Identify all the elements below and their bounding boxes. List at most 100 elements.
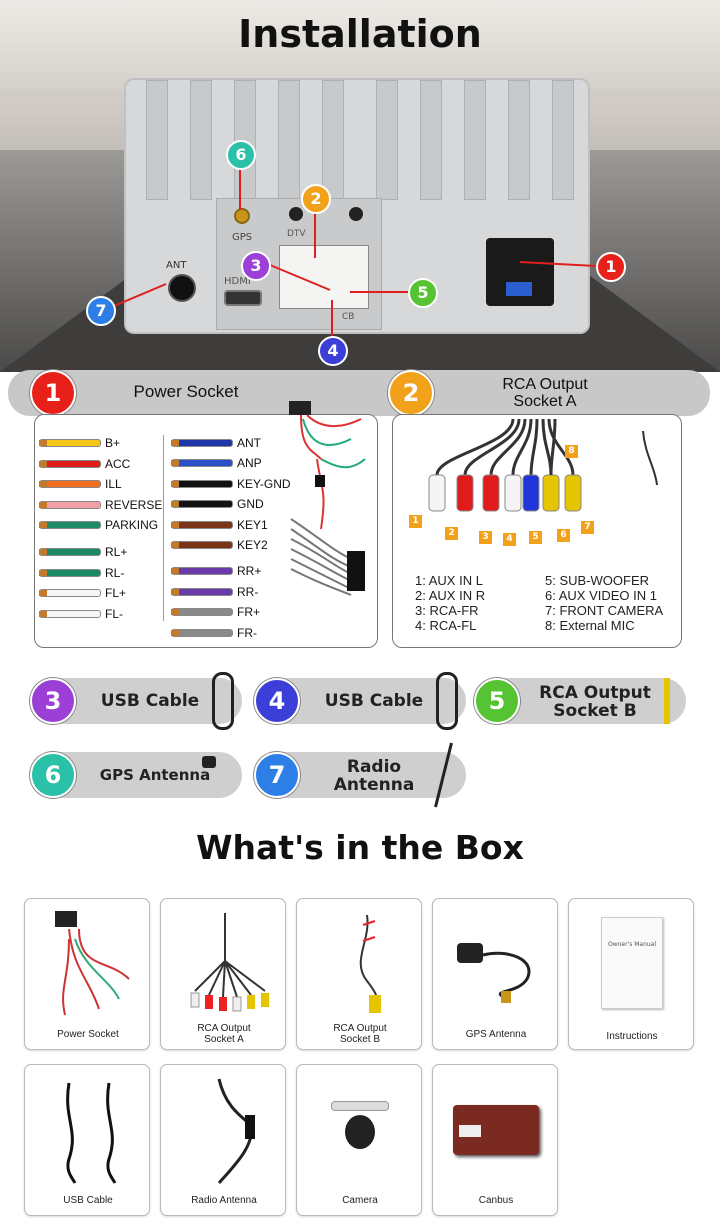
rca-cable-image (428, 418, 658, 512)
box-item-label-line1: RCA Output (197, 1023, 251, 1034)
callout-2: 2 (301, 184, 331, 214)
wire-swatch (171, 479, 233, 488)
cable-gps: 6 GPS Antenna (30, 752, 242, 798)
hdmi-port (224, 290, 262, 306)
callout-1: 1 (596, 252, 626, 282)
section-band (8, 370, 710, 416)
wire-swatch (171, 608, 233, 617)
rca-legend-item: 4: RCA-FL (415, 618, 477, 633)
wire-swatch (171, 587, 233, 596)
wire-row: KEY1 (171, 517, 301, 533)
box-item-label-line2: Socket B (339, 1034, 381, 1045)
box-item-gps-antenna: GPS Antenna (432, 898, 558, 1050)
manual-title: Owner's Manual (607, 941, 657, 948)
wire-row: B+ (39, 435, 169, 451)
wire-row: RR+ (171, 563, 301, 579)
box-item-canbus: Canbus (432, 1064, 558, 1216)
hdmi-label: HDMI (224, 276, 251, 287)
wire-swatch (171, 628, 233, 637)
rca-legend-item: 1: AUX IN L (415, 573, 483, 588)
wire-label: KEY2 (237, 538, 268, 552)
wire-label: RR- (237, 584, 259, 599)
wire-swatch (39, 500, 101, 509)
box-item-rca-b: RCA Output Socket B (296, 898, 422, 1050)
rca-heading-line2: Socket A (513, 393, 577, 410)
rca-legend-item: 8: External MIC (545, 618, 635, 633)
wire-row: FR- (171, 625, 301, 641)
wire-label: KEY-GND (237, 476, 291, 491)
cable-label: USB Cable (100, 691, 200, 711)
wire-swatch (39, 589, 101, 598)
usb-cable-icon (436, 672, 458, 730)
wire-swatch (171, 459, 233, 468)
wire-swatch (39, 609, 101, 618)
wire-row: KEY-GND (171, 476, 301, 492)
wire-row: FL- (39, 606, 169, 622)
rca-plug (522, 474, 540, 512)
rca-plug (564, 474, 582, 512)
box-item-camera: Camera (296, 1064, 422, 1216)
wire-swatch (171, 439, 233, 447)
rca-tag: 1 (409, 515, 422, 528)
box-item-radio-antenna: Radio Antenna (160, 1064, 286, 1216)
rca-legend-item: 3: RCA-FR (415, 603, 479, 618)
wire-row: ANT (171, 435, 301, 451)
wire-row: REVERSE (39, 497, 169, 513)
wire-label: RR+ (237, 564, 262, 579)
rca-plug (482, 474, 500, 512)
rca-tag: 5 (529, 531, 542, 544)
callout-7: 7 (86, 296, 116, 326)
wire-swatch (39, 480, 101, 489)
box-item-label: Radio Antenna (191, 1195, 257, 1206)
box-item-label: Instructions (606, 1031, 658, 1042)
wire-row: FL+ (39, 585, 169, 601)
wire-label: RL- (105, 565, 125, 580)
callout-5: 5 (408, 278, 438, 308)
callout-3: 3 (241, 251, 271, 281)
rca-b-icon (664, 678, 670, 724)
cable-radio-antenna: 7 Radio Antenna (254, 742, 466, 808)
rca-heading-line1: RCA Output (502, 376, 588, 393)
wire-label: GND (237, 497, 264, 512)
rca-tag: 2 (445, 527, 458, 540)
wire-swatch (171, 500, 233, 509)
rca-tag: 8 (565, 445, 578, 458)
power-socket-heading: Power Socket (133, 382, 239, 401)
wire-row: RL- (39, 565, 169, 581)
wire-swatch (171, 520, 233, 529)
wire-row: KEY2 (171, 537, 301, 553)
box-item-label-line1: RCA Output (333, 1023, 387, 1034)
rca-legend-item: 2: AUX IN R (415, 588, 486, 603)
rca-tag: 7 (581, 521, 594, 534)
cable-number: 6 (30, 752, 76, 798)
section-number-2: 2 (388, 370, 434, 416)
wire-label: KEY1 (237, 517, 268, 532)
cable-label: Radio Antenna (314, 758, 434, 794)
cable-label: RCA Output Socket B (530, 684, 660, 720)
wire-row: FR+ (171, 604, 301, 620)
harness-image (289, 401, 366, 596)
rca-legend-item: 6: AUX VIDEO IN 1 (545, 588, 657, 603)
box-item-label-line2: Socket A (204, 1034, 244, 1045)
rca-socket-a-heading: RCA Output Socket A (470, 376, 620, 410)
gps-port (234, 208, 250, 224)
box-item-label: GPS Antenna (465, 1029, 527, 1040)
cable-number: 4 (254, 678, 300, 724)
power-connector (486, 238, 554, 306)
cable-number: 3 (30, 678, 76, 724)
wire-swatch (39, 568, 101, 577)
wire-swatch (39, 548, 101, 556)
cable-rca-b: 5 RCA Output Socket B (474, 678, 686, 724)
callout-lines (113, 165, 597, 338)
installation-hero: Installation DTV GPS ANT HDMI CB 1 2 3 (0, 0, 720, 372)
rca-tag: 6 (557, 529, 570, 542)
cable-number: 7 (254, 752, 300, 798)
box-item-label: Camera (342, 1195, 378, 1206)
wire-label: ACC (105, 456, 131, 471)
wire-label: FL+ (105, 586, 127, 601)
rca-legend-right: 5: SUB-WOOFER 6: AUX VIDEO IN 1 7: FRONT… (545, 573, 663, 633)
wire-row: ACC (39, 456, 169, 472)
box-item-label: USB Cable (63, 1195, 113, 1206)
